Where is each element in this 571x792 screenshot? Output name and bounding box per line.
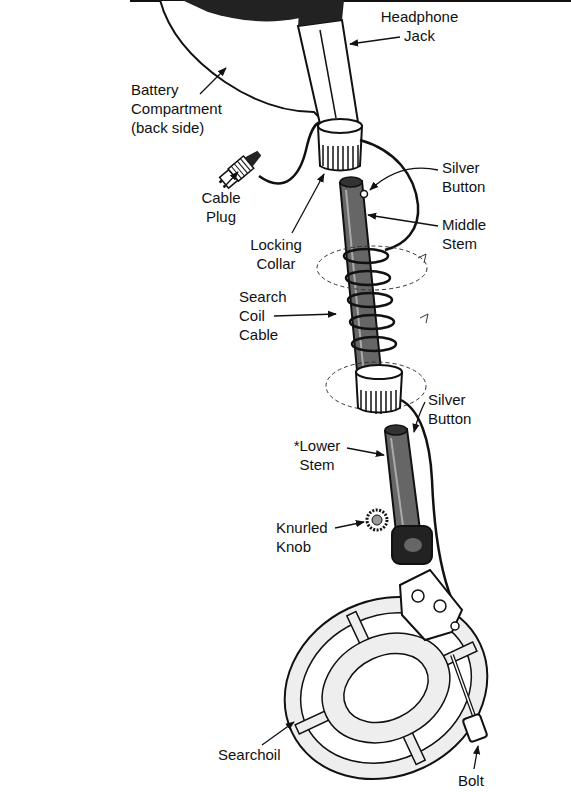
search-coil-cable [360,140,418,250]
grip-top [298,0,344,26]
part-label: Locking Collar [240,235,312,273]
part-label: Headphone Jack [372,7,467,45]
upper-locking-collar [318,119,362,171]
part-label: Silver Button [428,390,490,428]
lower-stem [385,425,432,564]
housing-dark-face [182,0,300,21]
part-label: Cable Plug [192,188,250,226]
cable-plug [216,147,264,191]
lower-locking-collar [356,365,402,414]
part-label: *Lower Stem [286,436,348,474]
searchcoil [255,564,518,792]
handle-grip [298,20,358,124]
coil-bracket [400,570,462,640]
part-label: Bolt [458,771,484,790]
cable-coil [344,249,396,351]
part-label: Battery Compartment (back side) [131,80,241,137]
silver-button [361,191,368,198]
part-label: Searchoil [218,745,281,764]
search-coil-cable [259,122,320,184]
part-label: Silver Button [442,158,504,196]
part-label: Knurled Knob [276,518,340,556]
part-label: Middle Stem [442,215,504,253]
part-label: Search Coil Cable [239,287,297,344]
grip-line [320,30,336,118]
knurled-knob [367,510,387,530]
bolt [452,655,488,742]
